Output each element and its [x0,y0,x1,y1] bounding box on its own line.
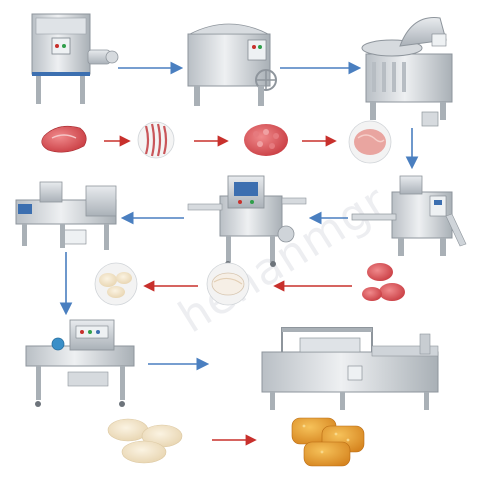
patty-icon [362,263,405,301]
battered-patty-icon [206,262,250,306]
coated-patty-icon [107,418,183,464]
meat-paste-icon [348,120,392,164]
minced-meat-icon [137,121,175,159]
ground-meat-icon [244,124,288,156]
batter-machine-icon [187,175,307,267]
breading-machine-icon [15,181,117,250]
breaded-nugget-icon [94,262,138,306]
chopper-machine-icon [361,17,453,127]
fried-nugget-icon [291,417,365,467]
forming-machine-icon [351,175,467,256]
mixer-machine-icon [187,23,277,106]
grinder-machine-icon [31,13,119,104]
raw-meat-icon [41,125,87,153]
coating-machine-icon [25,319,135,407]
fryer-machine-icon [261,327,439,410]
